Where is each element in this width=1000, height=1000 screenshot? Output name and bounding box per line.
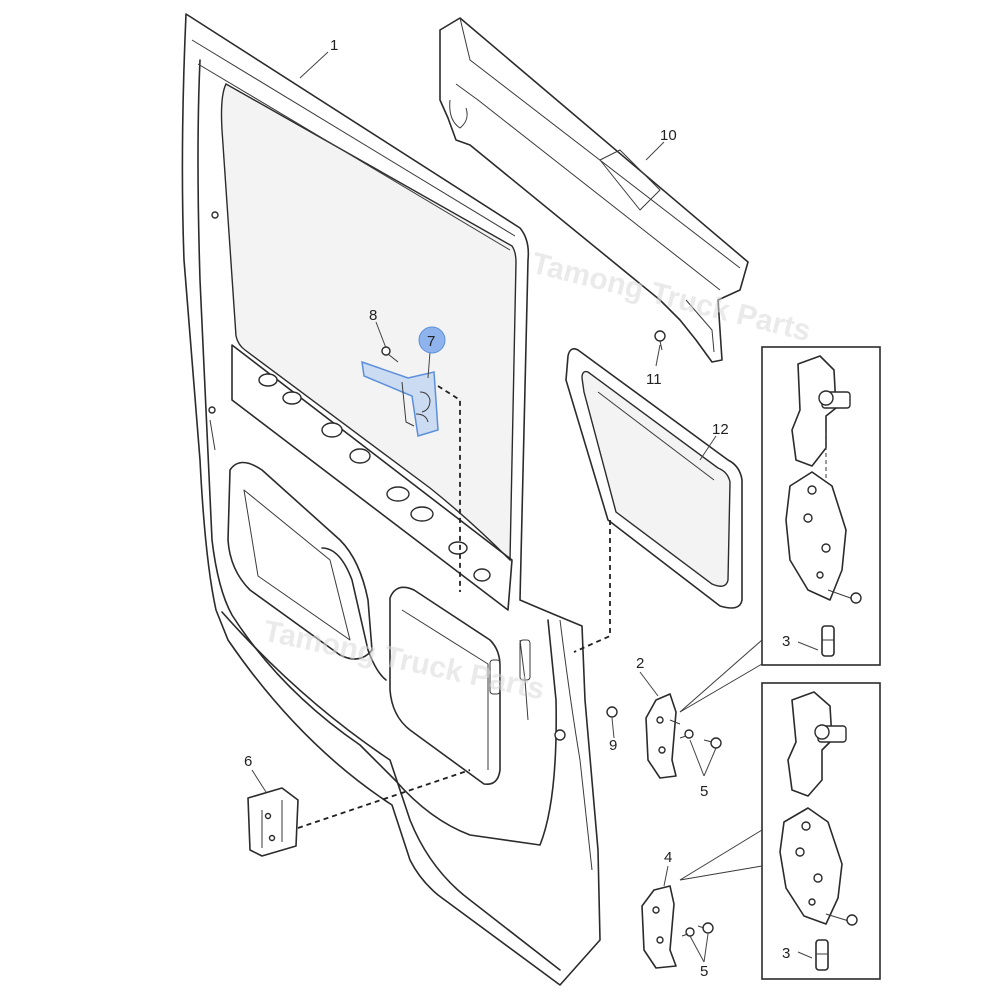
callout-5-lower: 5	[700, 963, 708, 980]
callout-3-upper: 3	[782, 633, 790, 650]
dashed-connectors	[297, 385, 611, 829]
hinge-2	[645, 693, 681, 779]
door-panel	[181, 13, 601, 986]
callout-1: 1	[330, 37, 338, 54]
callout-11: 11	[646, 371, 662, 388]
callout-7: 7	[427, 333, 435, 350]
callout-3-lower: 3	[782, 945, 790, 962]
callout-8: 8	[369, 307, 377, 324]
quarter-glass	[565, 348, 743, 609]
callout-4: 4	[664, 849, 672, 866]
callout-7-badge	[418, 326, 446, 354]
callout-10: 10	[660, 127, 677, 144]
detail-box-lower	[761, 682, 881, 980]
callout-5-upper: 5	[700, 783, 708, 800]
screw-11	[654, 330, 666, 351]
detail-box-upper	[761, 346, 881, 666]
callout-6: 6	[244, 753, 252, 770]
rail-holes	[258, 373, 491, 582]
plate-6	[247, 787, 299, 857]
bolts-5-upper	[679, 729, 722, 749]
callout-9: 9	[609, 737, 617, 754]
callout-2: 2	[636, 655, 644, 672]
leader-lines	[251, 51, 819, 963]
highlighted-bracket	[361, 360, 439, 437]
bolts-5-lower	[681, 922, 714, 937]
upper-rail	[439, 17, 749, 363]
hinge-4	[641, 885, 677, 969]
nut-9	[606, 706, 618, 718]
callout-12: 12	[712, 421, 729, 438]
callout-labels: 1 2 3 3 4 5 5 6 7 8 9 10 11 12	[244, 37, 790, 980]
